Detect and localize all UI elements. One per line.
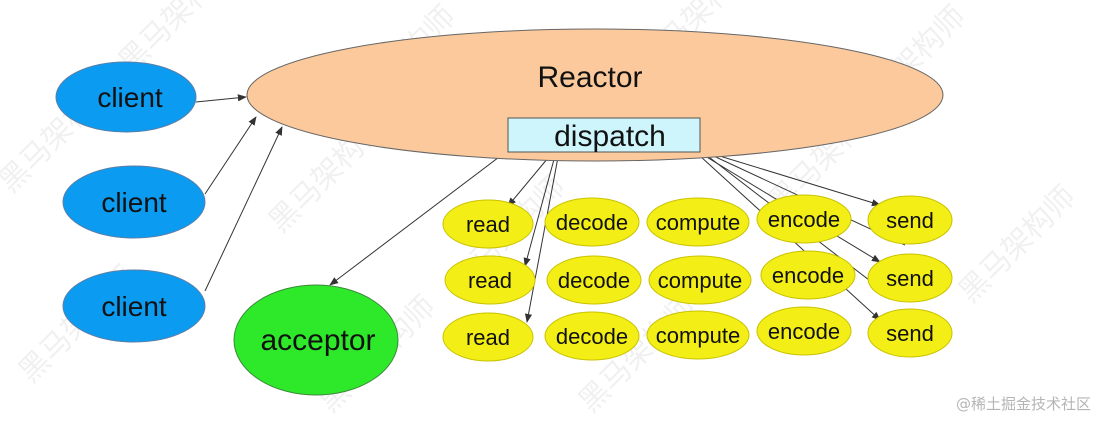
handler-compute — [646, 197, 750, 247]
client-node: client — [55, 61, 197, 133]
handler-label: send — [886, 208, 934, 233]
clients: client client client — [55, 61, 206, 343]
handler-send — [867, 195, 953, 245]
handler-send — [867, 253, 953, 303]
handler-label: decode — [556, 210, 628, 235]
handler-encode — [756, 306, 852, 356]
client-ellipse — [55, 61, 197, 133]
handler-row: read decode compute encode send — [442, 194, 953, 249]
handler-row: read decode compute encode send — [442, 306, 953, 362]
handler-decode — [544, 197, 640, 247]
handler-grid: read decode compute encode send read dec… — [442, 194, 953, 362]
handler-encode — [756, 194, 852, 244]
handler-compute — [648, 255, 752, 305]
handler-decode — [544, 311, 640, 361]
handler-row: read decode compute encode send — [444, 250, 953, 305]
client-label: client — [101, 187, 167, 218]
reactor-ellipse — [246, 28, 944, 162]
handler-label: decode — [558, 268, 630, 293]
handler-read — [442, 199, 534, 249]
client-to-reactor-arrow — [204, 126, 283, 292]
reactor-label: Reactor — [537, 61, 642, 94]
handler-label: encode — [768, 319, 840, 344]
client-node: client — [62, 165, 206, 239]
handler-label: read — [466, 325, 510, 350]
footer-credit: @稀土掘金技术社区 — [955, 395, 1091, 413]
handler-label: read — [466, 212, 510, 237]
handler-decode — [546, 255, 642, 305]
handler-read — [442, 312, 534, 362]
acceptor-label: acceptor — [260, 324, 375, 357]
handler-label: encode — [768, 207, 840, 232]
handler-send — [867, 308, 953, 358]
client-ellipse — [62, 269, 206, 343]
handler-label: read — [468, 268, 512, 293]
handler-label: compute — [658, 268, 742, 293]
client-label: client — [97, 82, 163, 113]
handler-label: compute — [656, 323, 740, 348]
handler-encode — [760, 250, 856, 300]
client-label: client — [101, 291, 167, 322]
dispatch-to-read-arrow — [523, 151, 557, 267]
dispatch-acceptor-arrow — [329, 144, 516, 286]
handler-label: send — [886, 266, 934, 291]
reactor: Reactor — [246, 28, 944, 162]
dispatch-to-read-arrow — [524, 151, 560, 323]
handler-label: decode — [556, 324, 628, 349]
client-node: client — [62, 269, 206, 343]
dispatch-to-read-arrow — [507, 151, 554, 207]
handler-label: send — [886, 321, 934, 346]
handler-compute — [646, 310, 750, 360]
dispatch-label: dispatch — [554, 120, 666, 153]
handler-label: encode — [772, 263, 844, 288]
acceptor-ellipse — [233, 284, 399, 396]
dispatch-to-send-arrow — [699, 149, 881, 207]
dispatch: dispatch — [507, 117, 701, 153]
acceptor: acceptor — [233, 284, 399, 396]
client-to-reactor-arrow — [204, 116, 257, 195]
dispatch-box — [507, 117, 701, 153]
client-ellipse — [62, 165, 206, 239]
handler-read — [444, 255, 536, 305]
client-to-reactor-arrow — [195, 94, 247, 103]
handler-label: compute — [656, 210, 740, 235]
